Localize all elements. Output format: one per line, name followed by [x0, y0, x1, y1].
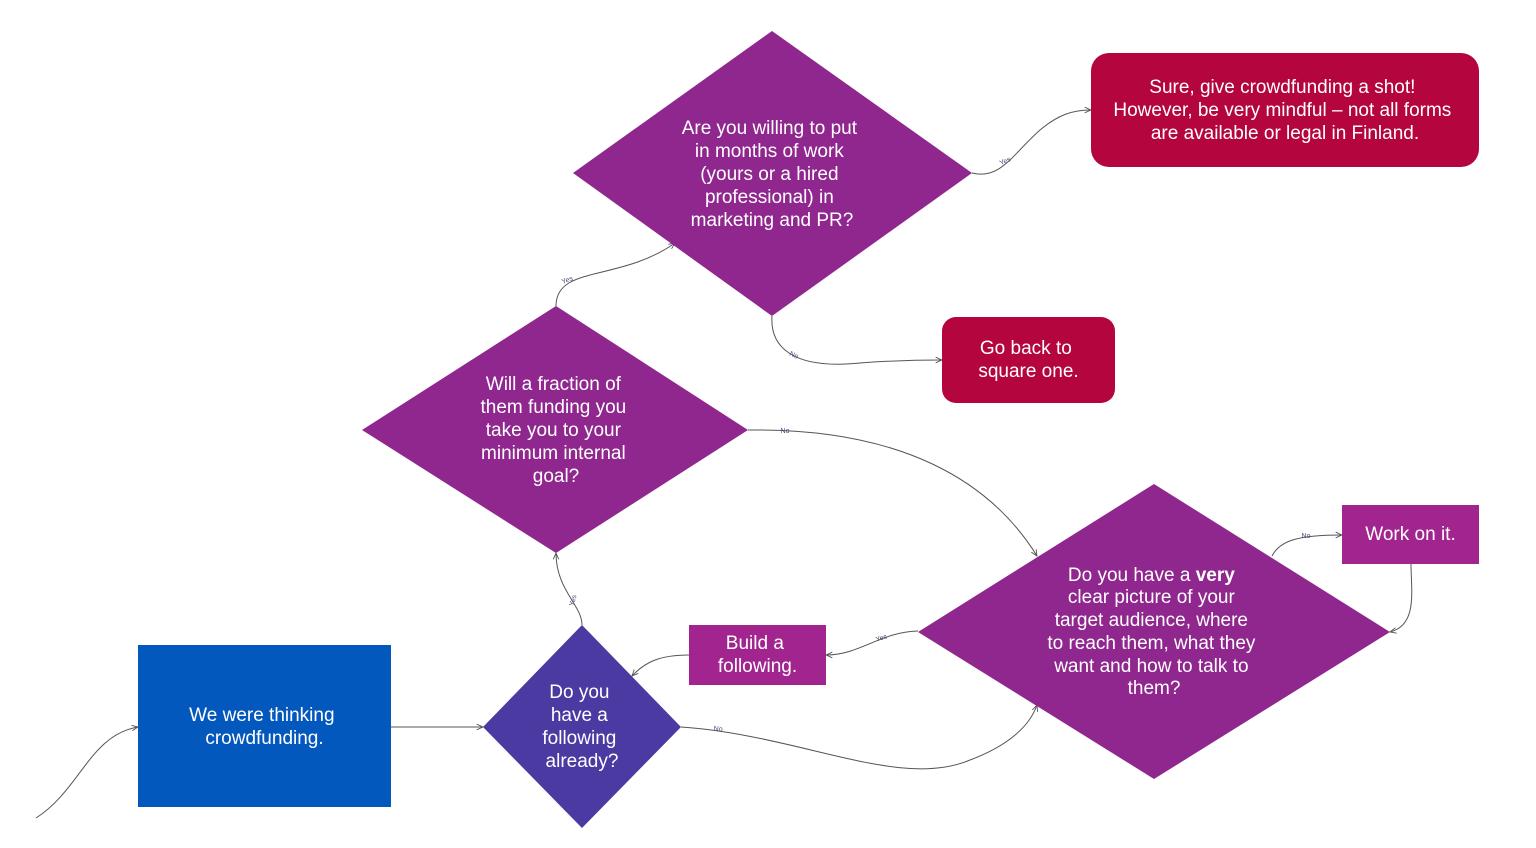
edges [35, 110, 1413, 819]
audience-prefix: Do you have a [1068, 565, 1196, 586]
edge-label-following-fraction-yes: Yes [569, 594, 579, 607]
edge-entry [35, 727, 138, 819]
node-goback: Go back to square one. [942, 317, 1115, 403]
following-diamond [483, 625, 681, 828]
edge-label-willing-goback-no: No [788, 351, 799, 361]
node-sure: Sure, give crowdfunding a shot! However,… [1091, 53, 1479, 167]
edge-label-willing-sure-yes: Yes [999, 156, 1013, 167]
audience-label: Do you have a very clear picture of your… [1047, 565, 1260, 699]
following-label: Do you have a following already? [542, 682, 621, 772]
edge-fraction-to-willing [555, 243, 675, 307]
fraction-label: Will a fraction of them funding you take… [480, 374, 631, 487]
audience-emphasis: very [1196, 565, 1236, 586]
edge-label-following-audience-no: No [713, 726, 723, 734]
edge-willing-to-sure [971, 110, 1091, 175]
edge-willing-to-goback [771, 315, 942, 365]
node-workon: Work on it. [1342, 505, 1479, 564]
build-box [689, 625, 826, 685]
node-willing: Are you willing to put in months of work… [573, 31, 972, 316]
edge-workon-to-audience [1390, 563, 1413, 632]
goback-box [942, 317, 1115, 403]
edge-label-fraction-willing-yes: Yes [561, 275, 575, 286]
fraction-diamond [362, 306, 748, 553]
edge-label-audience-workon-no: No [1302, 533, 1311, 540]
audience-diamond [918, 484, 1390, 779]
sure-box [1091, 53, 1479, 167]
start-box [138, 645, 391, 807]
node-following: Do you have a following already? [483, 625, 681, 828]
edge-labels: Yes No Yes No Yes No Yes No [561, 156, 1311, 734]
workon-label: Work on it. [1365, 524, 1455, 545]
edge-audience-to-workon [1271, 535, 1342, 557]
willing-diamond [573, 31, 972, 316]
node-build: Build a following. [689, 625, 826, 685]
node-fraction: Will a fraction of them funding you take… [362, 306, 748, 553]
build-label: Build a following. [718, 633, 797, 677]
edge-label-fraction-audience-no: No [781, 428, 790, 435]
willing-label: Are you willing to put in months of work… [682, 118, 863, 231]
goback-label: Go back to square one. [978, 338, 1078, 382]
edge-fraction-to-audience [747, 429, 1037, 556]
edge-build-to-following [632, 654, 690, 676]
edge-label-audience-build-yes: Yes [875, 633, 888, 643]
workon-box [1342, 505, 1479, 564]
start-label: We were thinking crowdfunding. [189, 705, 340, 749]
edge-following-to-fraction [556, 553, 583, 626]
edge-audience-to-build [826, 630, 919, 655]
node-start: We were thinking crowdfunding. [138, 645, 391, 807]
sure-label: Sure, give crowdfunding a shot! However,… [1113, 77, 1456, 144]
node-audience: Do you have a very clear picture of your… [918, 484, 1390, 779]
edge-following-to-audience [680, 705, 1037, 770]
